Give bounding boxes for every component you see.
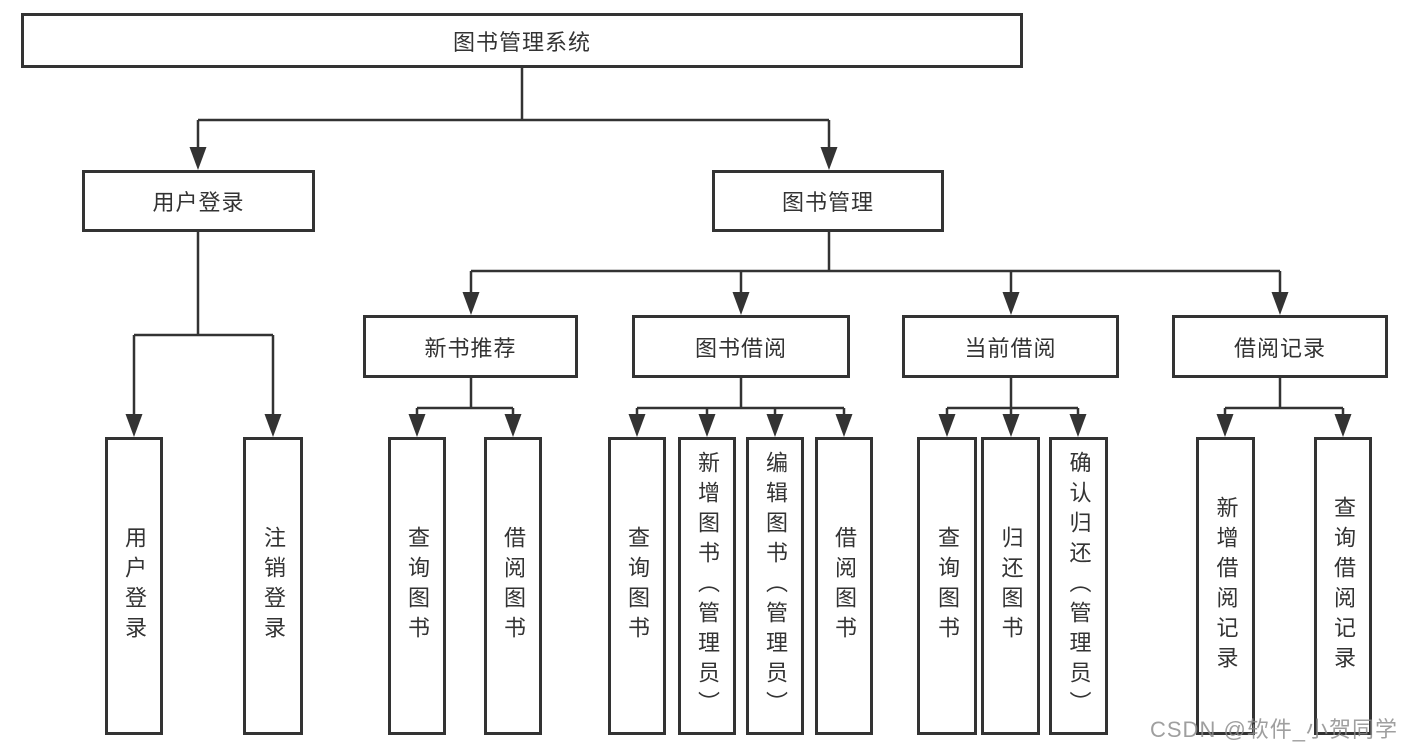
node-user-login: 用户登录 xyxy=(82,170,315,232)
leaf-add-borrow-record: 新增借阅记录 xyxy=(1196,437,1255,735)
leaf-edit-books-admin: 编辑图书（管理员） xyxy=(746,437,804,735)
edge-borrow-record-to-leaves xyxy=(1216,377,1352,437)
node-new-book-recommend: 新书推荐 xyxy=(363,315,578,378)
node-book-borrow-label: 图书借阅 xyxy=(694,335,787,361)
edge-book-borrow-to-leaves xyxy=(628,377,853,437)
leaf-logout-label: 注销登录 xyxy=(261,526,286,646)
node-current-borrow: 当前借阅 xyxy=(902,315,1119,378)
node-book-borrow: 图书借阅 xyxy=(632,315,850,378)
node-root-label: 图书管理系统 xyxy=(452,29,591,55)
leaf-query-borrow-record: 查询借阅记录 xyxy=(1314,437,1372,735)
edge-book-management-to-level3 xyxy=(462,232,1289,315)
leaf-return-books: 归还图书 xyxy=(981,437,1040,735)
edge-root-to-level2 xyxy=(189,68,838,170)
leaf-user-login-label: 用户登录 xyxy=(122,526,147,646)
leaf-user-login: 用户登录 xyxy=(105,437,163,735)
node-root: 图书管理系统 xyxy=(21,13,1023,68)
leaf-borrow-books-2-label: 借阅图书 xyxy=(832,526,857,646)
leaf-query-books-3-label: 查询图书 xyxy=(935,526,960,646)
leaf-confirm-return-admin: 确认归还（管理员） xyxy=(1049,437,1108,735)
leaf-query-books-2-label: 查询图书 xyxy=(625,526,650,646)
edge-current-borrow-to-leaves xyxy=(938,377,1087,437)
csdn-watermark: CSDN @软件_小贺同学 xyxy=(1150,717,1399,742)
edge-new-book-recommend-to-leaves xyxy=(408,378,522,437)
leaf-add-books-admin-label: 新增图书（管理员） xyxy=(695,451,720,721)
leaf-query-borrow-record-label: 查询借阅记录 xyxy=(1331,496,1356,676)
leaf-logout: 注销登录 xyxy=(243,437,303,735)
leaf-query-books-1-label: 查询图书 xyxy=(405,526,430,646)
leaf-return-books-label: 归还图书 xyxy=(998,526,1024,646)
leaf-query-books-3: 查询图书 xyxy=(917,437,977,735)
leaf-borrow-books-1-label: 借阅图书 xyxy=(501,526,526,646)
node-current-borrow-label: 当前借阅 xyxy=(964,335,1057,361)
leaf-query-books-1: 查询图书 xyxy=(388,437,446,735)
leaf-borrow-books-1: 借阅图书 xyxy=(484,437,542,735)
leaf-add-books-admin: 新增图书（管理员） xyxy=(678,437,736,735)
leaf-edit-books-admin-label: 编辑图书（管理员） xyxy=(763,451,788,721)
node-user-login-label: 用户登录 xyxy=(152,190,245,215)
node-book-management: 图书管理 xyxy=(712,170,944,232)
leaf-query-books-2: 查询图书 xyxy=(608,437,666,735)
node-borrow-record: 借阅记录 xyxy=(1172,315,1388,378)
leaf-confirm-return-admin-label: 确认归还（管理员） xyxy=(1066,451,1092,721)
node-borrow-record-label: 借阅记录 xyxy=(1233,335,1326,361)
edge-user-login-to-leaves xyxy=(125,232,282,437)
node-book-management-label: 图书管理 xyxy=(781,190,874,215)
node-new-book-recommend-label: 新书推荐 xyxy=(424,335,517,361)
leaf-add-borrow-record-label: 新增借阅记录 xyxy=(1213,496,1239,676)
leaf-borrow-books-2: 借阅图书 xyxy=(815,437,873,735)
